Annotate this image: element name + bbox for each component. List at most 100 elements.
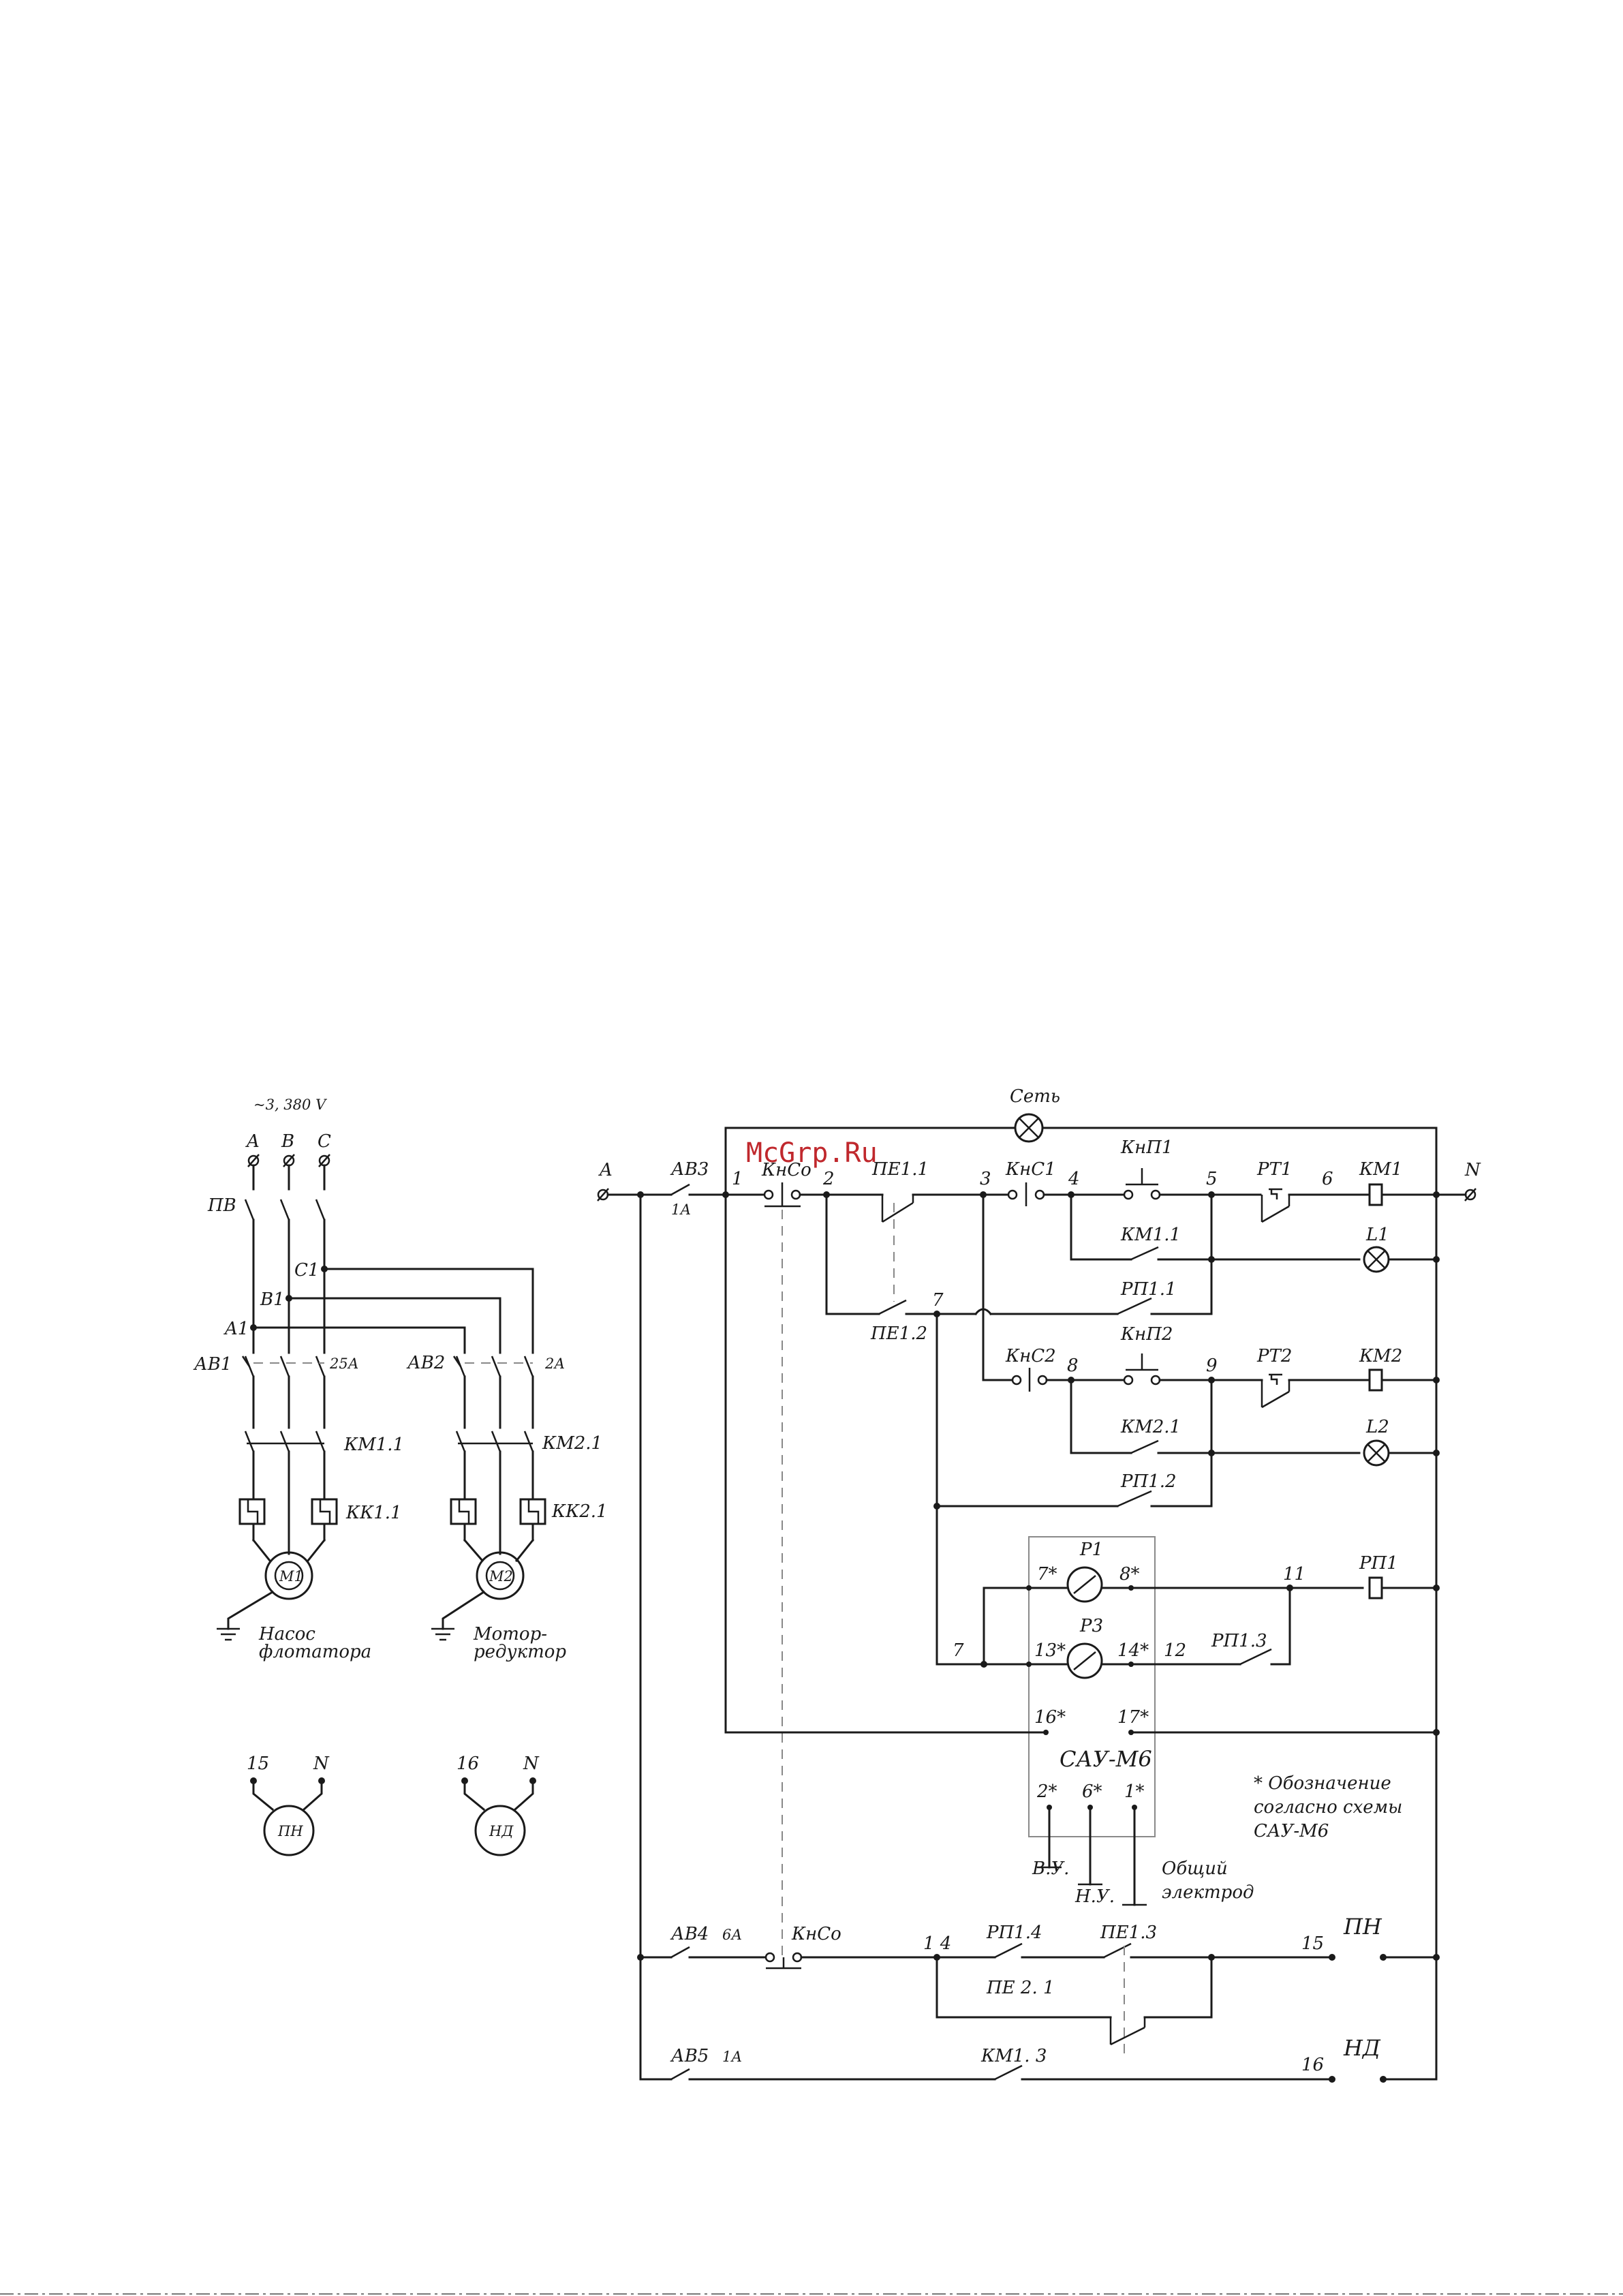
km21-label: КМ2.1 <box>1120 1417 1181 1437</box>
breaker-ab3-label: АВ3 <box>670 1159 709 1180</box>
power-wires-mid <box>252 1375 534 1429</box>
contactor-km1-power <box>244 1430 326 1452</box>
motor-m1-label: М1 <box>279 1568 303 1585</box>
power-circuit: ~3, 380 V A B C ПВ C1 <box>193 1097 608 1856</box>
start-button-knp1 <box>1123 1168 1161 1200</box>
kns1-label: КнС1 <box>1005 1159 1056 1180</box>
note-line-2: согласно схемы <box>1254 1797 1402 1818</box>
thermal-contact-rt2 <box>1261 1373 1290 1409</box>
pin-1: 1* <box>1124 1781 1145 1802</box>
pin-13: 13* <box>1034 1640 1066 1661</box>
p1-label: Р1 <box>1079 1540 1103 1560</box>
phase-b-label: B <box>281 1131 294 1152</box>
supply-label: ~3, 380 V <box>253 1097 327 1113</box>
km13-label: КМ1. 3 <box>980 2046 1047 2066</box>
breaker-ab5-label: АВ5 <box>670 2046 709 2066</box>
rp12-label: РП1.2 <box>1120 1471 1177 1492</box>
breaker-ab2-label: АВ2 <box>406 1353 445 1373</box>
stop-button-knso <box>763 1182 801 1208</box>
rp14-label: РП1.4 <box>986 1923 1042 1943</box>
node-15: 15 <box>1301 1933 1324 1954</box>
lamp-l2 <box>1363 1439 1390 1467</box>
terminal-pn-name: ПН <box>277 1823 303 1839</box>
km1-coil-label: КМ1 <box>1359 1159 1402 1180</box>
mains-lamp <box>1014 1113 1044 1143</box>
pe21-label: ПЕ 2. 1 <box>986 1978 1055 1998</box>
km2-coil-label: КМ2 <box>1359 1346 1402 1366</box>
terminal-nd: 16 N НД <box>457 1754 540 1856</box>
coil-rp1 <box>1368 1576 1383 1599</box>
node-4: 4 <box>1068 1169 1080 1189</box>
relay-p1 <box>1066 1566 1103 1603</box>
terminal-nd-b: N <box>523 1754 540 1774</box>
kk11-label: КК1.1 <box>345 1503 402 1523</box>
stop-button-label: КнСо <box>761 1160 812 1180</box>
motor-m2: М2 <box>431 1538 535 1641</box>
coil-km2 <box>1368 1368 1383 1392</box>
node-9: 9 <box>1206 1356 1218 1376</box>
neutral-label: N <box>1464 1160 1481 1180</box>
tap-c1-label: C1 <box>294 1260 319 1281</box>
phase-a-label: A <box>245 1131 260 1152</box>
pin-14: 14* <box>1117 1640 1149 1661</box>
stop-button-kns1 <box>1007 1182 1045 1206</box>
electrode-common-2: электрод <box>1162 1882 1254 1903</box>
phase-c-label: C <box>318 1131 331 1152</box>
tap-b1-label: B1 <box>260 1289 285 1310</box>
km11-label: КМ1.1 <box>1120 1225 1181 1245</box>
motor2-caption-1: Мотор- <box>473 1624 547 1644</box>
node-6: 6 <box>1322 1169 1333 1189</box>
terminal-pn-b: N <box>313 1754 330 1774</box>
motor1-caption-1: Насос <box>258 1624 315 1644</box>
breaker-ab1-rating: 25А <box>329 1356 359 1372</box>
stop-button-kns2 <box>1011 1368 1048 1392</box>
pin-2: 2* <box>1036 1781 1057 1802</box>
phase-terminals <box>247 1154 330 1167</box>
rp11-label: РП1.1 <box>1120 1279 1177 1300</box>
breaker-ab5-rating: 1А <box>722 2049 742 2065</box>
node-16: 16 <box>1301 2055 1324 2075</box>
load-pn-label: ПН <box>1343 1914 1382 1940</box>
electrodes <box>1037 1806 1147 1906</box>
km11-power-label: КМ1.1 <box>343 1435 404 1455</box>
rp1-coil-label: РП1 <box>1359 1553 1398 1574</box>
pin-16: 16* <box>1034 1707 1066 1728</box>
thermal-contact-rt1 <box>1261 1188 1290 1223</box>
start-button-knp2 <box>1123 1353 1161 1386</box>
node-12: 12 <box>1164 1640 1186 1661</box>
pe11-label: ПЕ1.1 <box>871 1159 929 1180</box>
p3-label: Р3 <box>1079 1616 1103 1636</box>
breaker-ab2-rating: 2А <box>544 1356 565 1372</box>
breaker-ab1-label: АВ1 <box>193 1354 232 1375</box>
controller-name: САУ-М6 <box>1060 1746 1152 1772</box>
rt1-label: РТ1 <box>1256 1159 1292 1180</box>
stop-button-2-label: КнСо <box>791 1924 841 1944</box>
electrode-common-1: Общий <box>1162 1858 1228 1879</box>
breaker-ab3-rating: 1А <box>671 1201 691 1218</box>
node-3: 3 <box>980 1169 991 1189</box>
pin-8: 8* <box>1119 1564 1140 1585</box>
controller-sau-m6 <box>1028 1536 1156 1837</box>
stop-button-knso-load <box>764 1952 803 1970</box>
coil-km1 <box>1368 1183 1383 1206</box>
watermark: McGrp.Ru <box>746 1137 878 1169</box>
kns2-label: КнС2 <box>1005 1346 1056 1366</box>
overload-kk1 <box>238 1498 338 1542</box>
terminal-nd-name: НД <box>489 1823 514 1839</box>
breaker-ab1 <box>241 1356 326 1377</box>
motor2-caption-2: редуктор <box>474 1642 566 1662</box>
node-1: 1 <box>732 1169 743 1189</box>
load-nd-label: НД <box>1343 2035 1381 2061</box>
electrode-nu: Н.У. <box>1075 1886 1115 1907</box>
rp13-label: РП1.3 <box>1211 1631 1267 1651</box>
lamp-l1 <box>1363 1246 1390 1273</box>
pe13-label: ПЕ1.3 <box>1100 1923 1157 1943</box>
motor-m1: М1 <box>217 1538 326 1641</box>
node-11: 11 <box>1283 1564 1305 1585</box>
contact-pe11 <box>881 1195 914 1223</box>
km21-power-label: КМ2.1 <box>542 1433 602 1454</box>
control-circuit: McGrp.Ru Сеть A N АВ3 1А 1 КнСо <box>597 1086 1481 2083</box>
l2-label: L2 <box>1365 1417 1389 1437</box>
phase-a-control-label: A <box>598 1160 613 1180</box>
